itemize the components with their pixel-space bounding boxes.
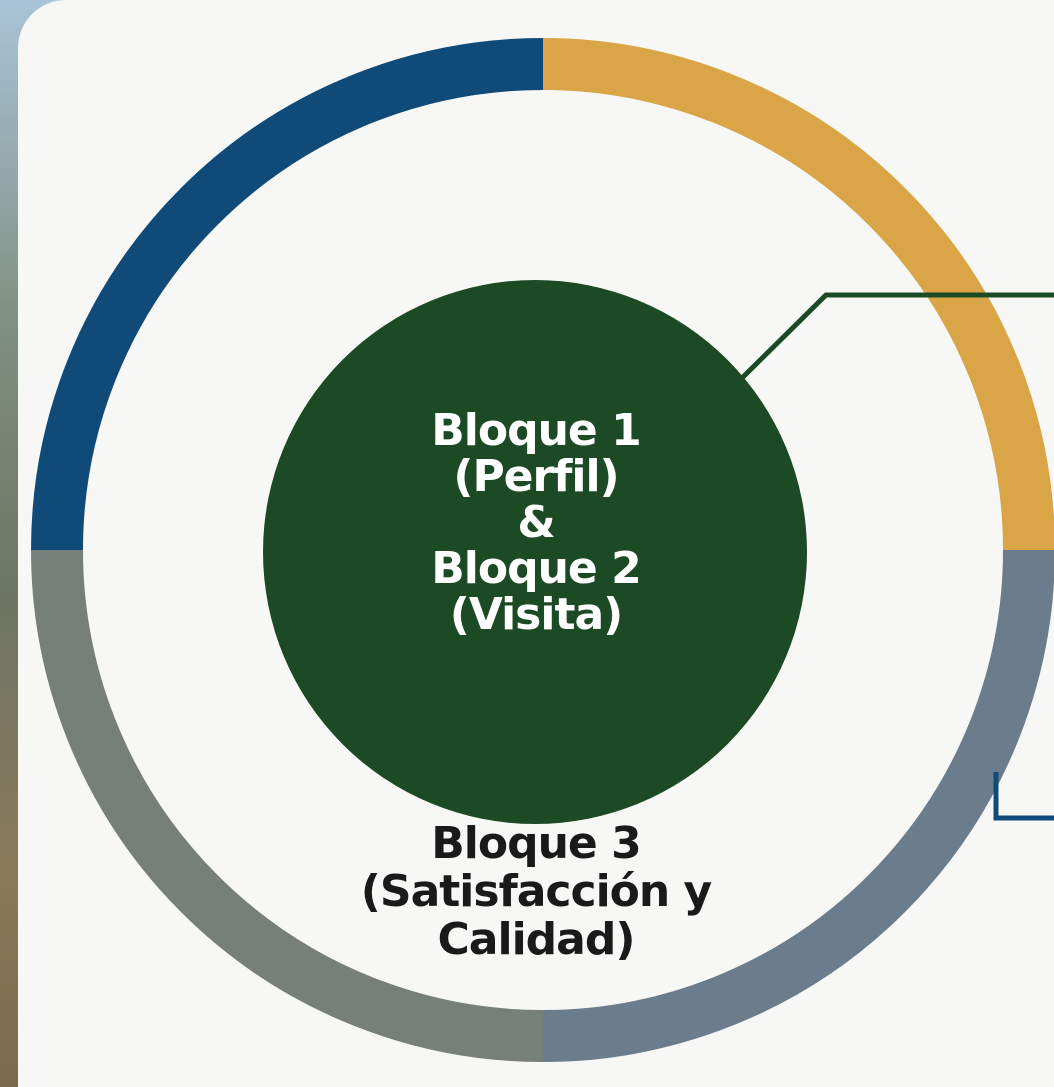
bottom-label-line: Calidad) — [437, 914, 636, 965]
bottom-label: Bloque 3 (Satisfacción y Calidad) — [284, 820, 788, 964]
bottom-label-line: Bloque 3 — [431, 818, 641, 869]
ring-segment-bottom-left — [31, 549, 544, 1062]
bottom-label-line: (Satisfacción y — [360, 866, 712, 917]
ring-segment-bottom-right — [542, 549, 1054, 1062]
connector-line-top — [740, 292, 1054, 380]
connector-line-bottom — [993, 772, 1054, 821]
center-circle — [263, 280, 807, 824]
center-label: Bloque 1 (Perfil) & Bloque 2 (Visita) — [284, 408, 788, 638]
center-label-line: (Visita) — [449, 589, 624, 640]
center-label-line: Bloque 1 — [431, 405, 641, 456]
ring-segment-top-right — [542, 38, 1054, 551]
center-label-line: (Perfil) — [453, 451, 619, 502]
center-label-line: & — [517, 497, 555, 548]
ring-segment-top-left — [31, 38, 544, 551]
center-label-line: Bloque 2 — [431, 543, 641, 594]
